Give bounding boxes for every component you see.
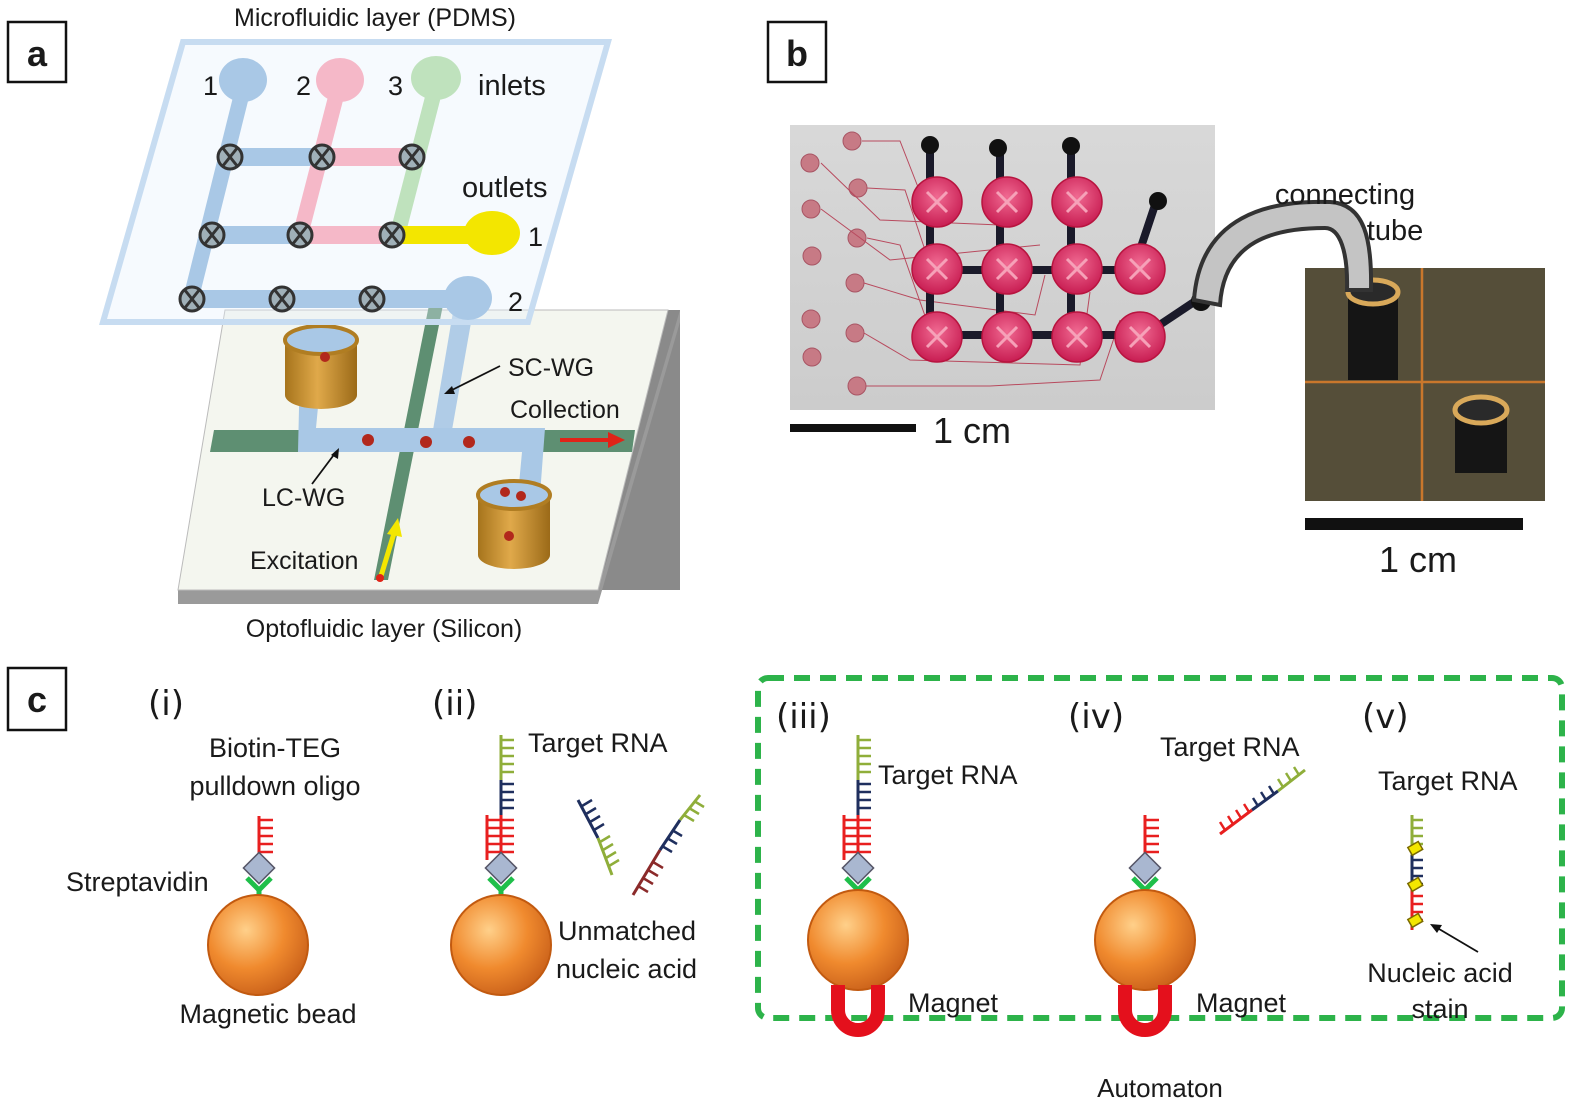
inlet-number-2: 2 <box>296 71 311 101</box>
step-iv-magnet: Magnet <box>1196 988 1287 1018</box>
outlets-label: outlets <box>462 172 547 204</box>
outlet-1 <box>464 211 520 255</box>
tube-label-line2: tube <box>1367 215 1423 247</box>
excitation-label: Excitation <box>250 547 358 575</box>
step-iii-magnet: Magnet <box>908 988 999 1018</box>
contact-pads <box>800 131 868 396</box>
automaton-label: Automaton <box>1097 1073 1223 1103</box>
inlet-3 <box>411 56 461 100</box>
step-i-title-2: pulldown oligo <box>189 771 360 801</box>
streptavidin-label: Streptavidin <box>66 867 209 897</box>
step-iii-number: (iii) <box>776 697 831 737</box>
chip-valves <box>911 176 1166 363</box>
outlet-number-2: 2 <box>508 287 523 317</box>
stain-label-1: Nucleic acid <box>1367 958 1513 988</box>
panel-a: a Microfluidic layer (PDMS) <box>6 4 680 643</box>
panel-c-label-box <box>6 666 68 732</box>
particle <box>362 434 374 446</box>
scale-bar-left <box>790 424 916 432</box>
tube-label-line1: connecting <box>1275 179 1415 211</box>
sc-wg-label: SC-WG <box>508 354 594 382</box>
connecting-tube <box>1191 199 1374 308</box>
reservoir-top <box>283 324 359 409</box>
top-layer-title: Microfluidic layer (PDMS) <box>234 4 516 32</box>
particle <box>420 436 432 448</box>
reservoir-bottom <box>476 479 552 569</box>
outlet2-connector <box>433 300 475 430</box>
step-v-title: Target RNA <box>1378 766 1518 796</box>
scale-label-right: 1 cm <box>1379 539 1457 580</box>
inlet-1 <box>219 58 267 102</box>
panel-b: b <box>766 20 1545 580</box>
microfluidic-grid <box>178 56 520 320</box>
unmatched-label-2: nucleic acid <box>556 954 697 984</box>
stain-marks <box>1406 840 1424 929</box>
panel-b-label-box <box>766 20 828 84</box>
step-ii-number: (ii) <box>432 684 477 724</box>
magnet-icon <box>1118 985 1172 1037</box>
scale-label-left: 1 cm <box>933 410 1011 451</box>
inlet-number-3: 3 <box>388 71 403 101</box>
step-v: (v) Target RNA Nucleic acid stain <box>1362 697 1518 1024</box>
inlet-2 <box>316 58 364 102</box>
step-v-number: (v) <box>1362 697 1409 737</box>
step-iii-title: Target RNA <box>878 760 1018 790</box>
magnetic-bead <box>207 894 309 996</box>
panel-a-label-box <box>6 20 68 84</box>
excitation-arrow <box>378 529 398 577</box>
panel-a-label: a <box>27 33 48 74</box>
step-iv-number: (iv) <box>1068 697 1124 737</box>
scale-bar-right <box>1305 518 1523 530</box>
inlets-label: inlets <box>478 70 546 102</box>
magnetic-bead-label: Magnetic bead <box>179 999 356 1029</box>
lc-waveguide <box>298 365 545 495</box>
panel-c: c Automaton (i) Biotin-TEG pulldown olig… <box>6 666 1565 1103</box>
magnet-icon <box>831 985 885 1037</box>
step-i: (i) Biotin-TEG pulldown oligo Streptavid… <box>66 684 361 1029</box>
step-iv-title: Target RNA <box>1160 732 1300 762</box>
lc-wg-label: LC-WG <box>262 484 345 512</box>
step-ii-title: Target RNA <box>528 728 668 758</box>
panel-c-label: c <box>27 679 47 720</box>
stain-label-2: stain <box>1411 994 1468 1024</box>
collection-label: Collection <box>510 396 620 424</box>
outlet-number-1: 1 <box>528 222 543 252</box>
particle <box>463 436 475 448</box>
panel-b-label: b <box>786 33 808 74</box>
step-ii: (ii) Target RNA <box>432 684 705 996</box>
bottom-layer-title: Optofluidic layer (Silicon) <box>246 615 523 643</box>
step-iv: (iv) Target RNA Magnet <box>1068 697 1306 1037</box>
automaton-box <box>755 675 1565 1021</box>
inlet-number-1: 1 <box>203 71 218 101</box>
outlet-2 <box>444 276 492 320</box>
unmatched-label-1: Unmatched <box>558 916 696 946</box>
step-i-title-1: Biotin-TEG <box>209 733 341 763</box>
step-iii: (iii) Target RNA Magnet <box>776 697 1018 1037</box>
step-i-number: (i) <box>148 684 184 724</box>
